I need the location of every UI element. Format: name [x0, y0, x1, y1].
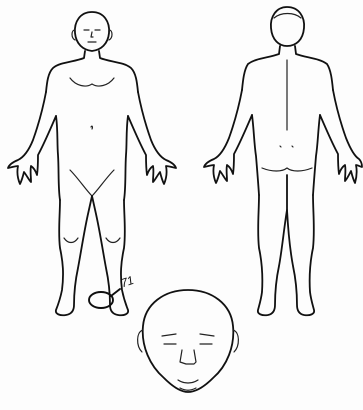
front-right-arm [128, 92, 176, 184]
back-hairline [274, 14, 301, 19]
front-groin [70, 170, 114, 196]
front-left-arm [8, 92, 56, 184]
back-right-arm [320, 90, 362, 183]
front-left-leg [56, 196, 92, 315]
back-left-arm [204, 90, 252, 183]
back-head [271, 7, 304, 46]
back-body-figure [204, 7, 362, 315]
back-left-leg [258, 175, 287, 315]
front-navel [91, 126, 92, 129]
back-right-leg [287, 195, 314, 315]
back-sacral-dots [280, 146, 293, 147]
front-chest [70, 78, 114, 86]
face-mouth [178, 380, 198, 383]
face-nose [180, 350, 196, 364]
face-figure [138, 290, 239, 392]
front-face-nose [91, 32, 93, 37]
face-chin [180, 388, 196, 390]
annotation-leader-line [111, 289, 120, 296]
front-body-figure [8, 12, 176, 315]
front-right-leg [92, 196, 128, 315]
front-left-knee [64, 238, 78, 243]
front-right-knee [106, 238, 120, 243]
back-torso-sides [252, 115, 320, 195]
face-brows [162, 334, 214, 336]
front-torso [46, 51, 138, 92]
back-buttocks [262, 168, 312, 171]
face-outline [143, 290, 234, 392]
